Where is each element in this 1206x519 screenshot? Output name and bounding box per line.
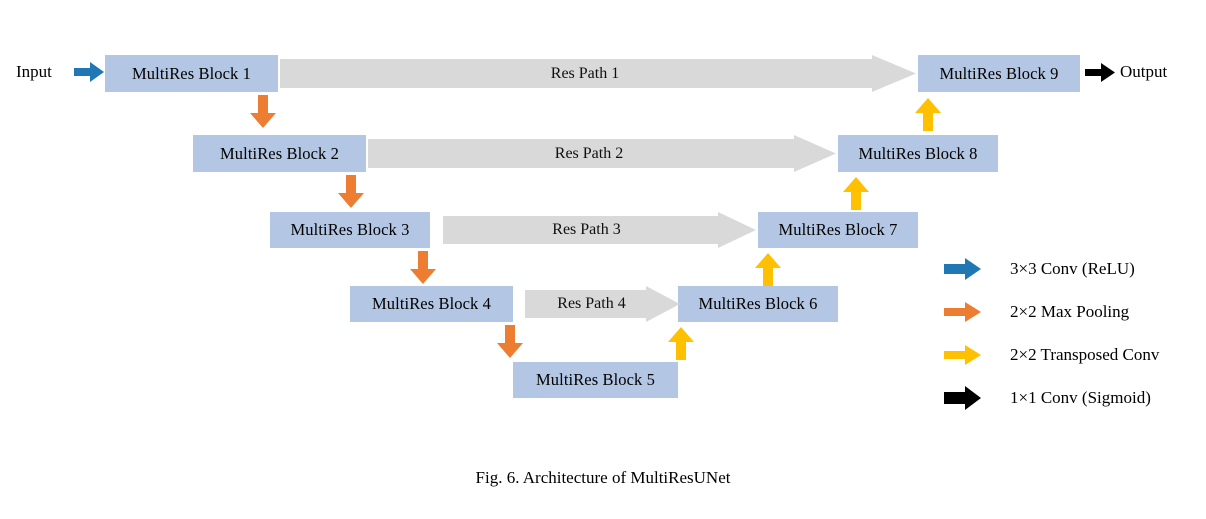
res-path-4[interactable]: Res Path 4	[525, 286, 680, 322]
transposed-conv-arrow-2-icon	[755, 253, 781, 286]
res-path-3-arrow-icon	[443, 212, 756, 248]
max-pooling-arrow-3-icon	[410, 251, 436, 284]
max-pooling-arrow-icon	[944, 302, 981, 322]
legend-label-max-pooling: 2×2 Max Pooling	[1010, 302, 1130, 321]
max-pooling-arrow-4-icon	[497, 325, 523, 358]
legend: 3×3 Conv (ReLU) 2×2 Max Pooling 2×2 Tran…	[944, 256, 1206, 416]
max-pooling-arrow-1-icon	[250, 95, 276, 128]
output-conv-arrow-icon	[1085, 63, 1115, 82]
conv-sigmoid-arrow-icon	[944, 386, 981, 410]
multires-block-2[interactable]: MultiRes Block 2	[193, 135, 366, 172]
transposed-conv-arrow-1-icon	[668, 327, 694, 360]
res-path-3[interactable]: Res Path 3	[443, 212, 756, 248]
max-pooling-arrow-2-icon	[338, 175, 364, 208]
res-path-1-label: Res Path 1	[550, 64, 620, 82]
conv-relu-arrow-icon	[944, 258, 981, 280]
legend-item-conv-relu: 3×3 Conv (ReLU)	[944, 256, 1135, 282]
transposed-conv-arrow-4-icon	[915, 98, 941, 131]
multires-block-7[interactable]: MultiRes Block 7	[758, 212, 918, 248]
multires-block-1[interactable]: MultiRes Block 1	[105, 55, 278, 92]
input-label: Input	[16, 62, 52, 81]
legend-item-conv-sigmoid: 1×1 Conv (Sigmoid)	[944, 385, 1151, 411]
legend-label-transposed-conv: 2×2 Transposed Conv	[1010, 345, 1160, 364]
transposed-conv-arrow-icon	[944, 345, 981, 365]
multires-block-9[interactable]: MultiRes Block 9	[918, 55, 1080, 92]
res-path-4-arrow-icon	[525, 286, 680, 322]
output-label: Output	[1120, 62, 1168, 81]
res-path-2-arrow-icon	[368, 135, 836, 172]
multires-block-6[interactable]: MultiRes Block 6	[678, 286, 838, 322]
res-path-2[interactable]: Res Path 2	[368, 135, 836, 172]
multires-block-4[interactable]: MultiRes Block 4	[350, 286, 513, 322]
multires-block-5[interactable]: MultiRes Block 5	[513, 362, 678, 398]
legend-label-conv-relu: 3×3 Conv (ReLU)	[1010, 259, 1135, 278]
legend-label-conv-sigmoid: 1×1 Conv (Sigmoid)	[1010, 388, 1151, 407]
res-path-1[interactable]: Res Path 1	[280, 55, 916, 92]
transposed-conv-arrow-3-icon	[843, 177, 869, 210]
multires-block-8[interactable]: MultiRes Block 8	[838, 135, 998, 172]
figure-caption: Fig. 6. Architecture of MultiResUNet	[475, 468, 731, 487]
legend-item-max-pooling: 2×2 Max Pooling	[944, 299, 1129, 325]
res-path-1-arrow-icon	[280, 55, 916, 92]
res-path-4-label: Res Path 4	[557, 295, 626, 312]
multires-block-3[interactable]: MultiRes Block 3	[270, 212, 430, 248]
res-path-2-label: Res Path 2	[554, 144, 624, 162]
legend-item-transposed-conv: 2×2 Transposed Conv	[944, 342, 1159, 368]
res-path-3-label: Res Path 3	[552, 221, 621, 238]
input-conv-arrow-icon	[74, 62, 104, 82]
